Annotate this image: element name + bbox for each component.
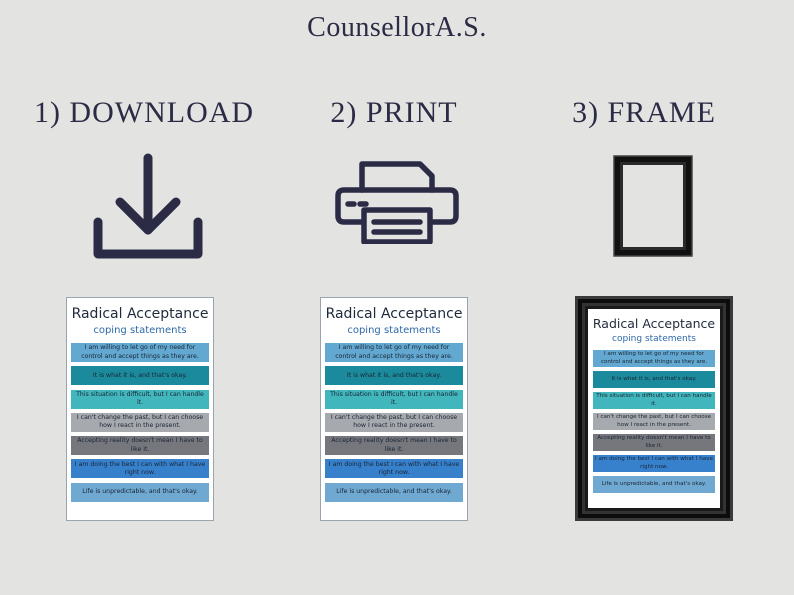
statement-item: Life is unpredictable, and that's okay. — [593, 476, 715, 493]
poster-subtitle: coping statements — [612, 334, 696, 344]
statement-item: Life is unpredictable, and that's okay. — [325, 482, 463, 502]
statement-item: This situation is difficult, but I can h… — [593, 392, 715, 409]
poster-title: Radical Acceptance — [592, 316, 716, 331]
statement-item: It is what it is, and that's okay. — [71, 366, 209, 386]
poster-title: Radical Acceptance — [71, 306, 209, 322]
statement-item: It is what it is, and that's okay. — [593, 371, 715, 388]
download-icon — [93, 153, 203, 259]
step-frame-label: 3) FRAME — [572, 96, 716, 129]
poster-frame-preview: Radical Acceptance coping statements I a… — [588, 309, 720, 508]
statement-list: I am willing to let go of my need for co… — [588, 350, 720, 497]
statement-item: This situation is difficult, but I can h… — [325, 389, 463, 409]
statement-item: I am willing to let go of my need for co… — [593, 350, 715, 367]
brand-title: CounsellorA.S. — [307, 12, 487, 43]
statement-item: Accepting reality doesn't mean I have to… — [71, 436, 209, 456]
statement-item: I am willing to let go of my need for co… — [325, 343, 463, 362]
statement-item: This situation is difficult, but I can h… — [71, 389, 209, 409]
printer-icon — [335, 161, 459, 244]
poster-download-preview: Radical Acceptance coping statements I a… — [66, 297, 214, 521]
step-print-label: 2) PRINT — [330, 96, 458, 129]
poster-print-preview: Radical Acceptance coping statements I a… — [320, 297, 468, 521]
statement-item: I can't change the past, but I can choos… — [325, 412, 463, 432]
statement-item: I am doing the best I can with what I ha… — [325, 459, 463, 479]
statement-item: It is what it is, and that's okay. — [325, 366, 463, 386]
poster-title: Radical Acceptance — [325, 306, 463, 322]
statement-list: I am willing to let go of my need for co… — [321, 343, 467, 506]
framed-poster: Radical Acceptance coping statements I a… — [575, 296, 733, 521]
poster-subtitle: coping statements — [347, 325, 441, 336]
statement-item: Accepting reality doesn't mean I have to… — [593, 434, 715, 451]
statement-item: Accepting reality doesn't mean I have to… — [325, 436, 463, 456]
step-download-label: 1) DOWNLOAD — [33, 96, 255, 129]
frame-icon — [613, 155, 693, 257]
statement-item: I am willing to let go of my need for co… — [71, 343, 209, 362]
statement-item: I am doing the best I can with what I ha… — [593, 455, 715, 472]
poster-subtitle: coping statements — [93, 325, 187, 336]
statement-item: I can't change the past, but I can choos… — [71, 412, 209, 432]
statement-list: I am willing to let go of my need for co… — [67, 343, 213, 506]
statement-item: I can't change the past, but I can choos… — [593, 413, 715, 430]
statement-item: Life is unpredictable, and that's okay. — [71, 482, 209, 502]
statement-item: I am doing the best I can with what I ha… — [71, 459, 209, 479]
